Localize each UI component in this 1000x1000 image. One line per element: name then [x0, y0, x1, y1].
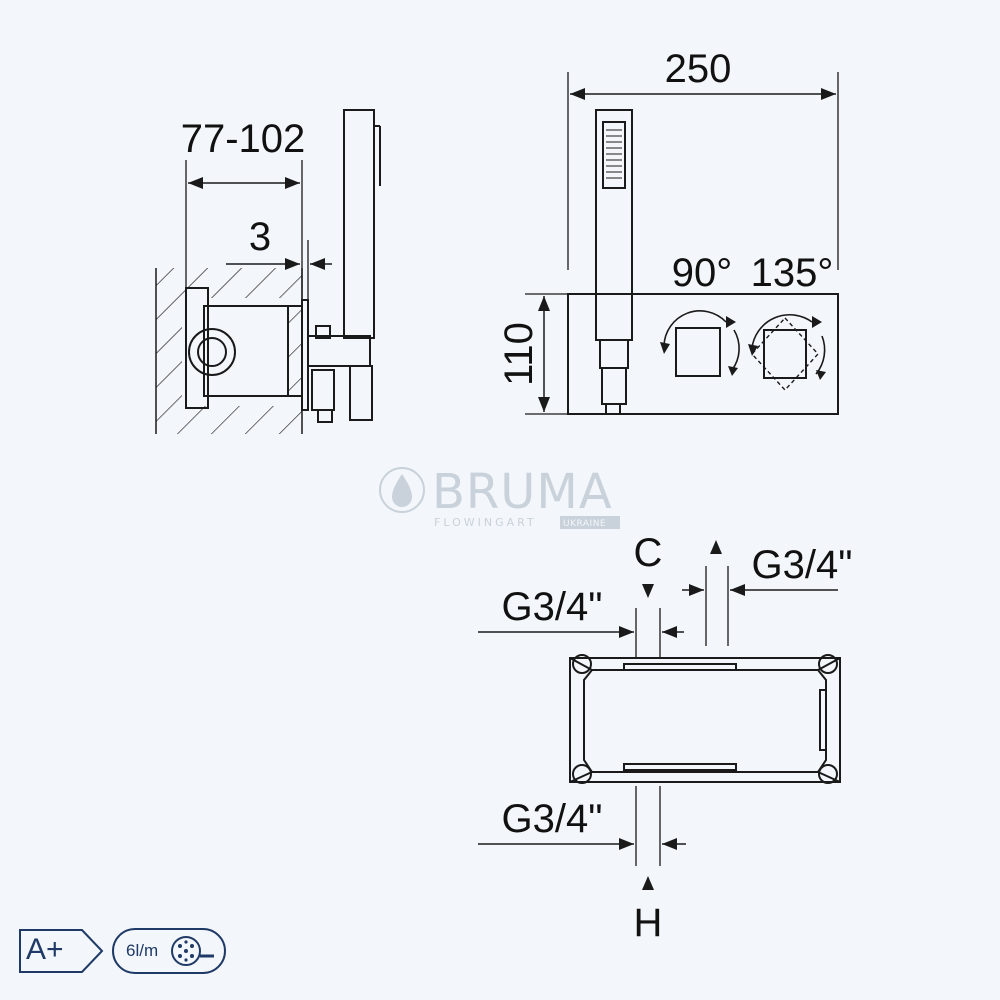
energy-label-icon [19, 929, 104, 973]
hand-shower-side [301, 109, 381, 423]
concealed-box [185, 287, 302, 409]
inlet-arrow-icon [642, 584, 654, 598]
rotate-arrow-icon [812, 316, 822, 328]
rotate-arrow-icon [748, 344, 758, 356]
energy-class-badge: A+ [18, 928, 104, 974]
flow-rate-badge: 6l/m [112, 928, 226, 974]
inlet-arrow-icon [642, 876, 654, 890]
hand-shower-front [595, 109, 633, 415]
outlet-arrow-icon [710, 540, 722, 554]
dim-total-width: 250 [665, 47, 732, 91]
angle-135-label: 135° [751, 251, 834, 295]
dim-plate-gap: 3 [249, 215, 271, 259]
angle-90-label: 90° [672, 251, 733, 295]
port-outlet-thread: G3/4" [752, 543, 853, 587]
front-view: 250 110 [497, 47, 839, 415]
brand-region: UKRAINE [563, 519, 606, 529]
shower-head-icon [171, 936, 214, 966]
brand-watermark: BRUMA FLOWINGART UKRAINE [379, 464, 620, 529]
label-cold: C [634, 531, 663, 575]
brand-name: BRUMA [432, 464, 613, 520]
port-hot-thread: G3/4" [502, 797, 603, 841]
flow-rate-value: 6l/m [126, 941, 159, 960]
brand-tagline: FLOWINGART [434, 516, 537, 529]
mixer-body-top [569, 654, 841, 784]
port-cold-thread: G3/4" [502, 585, 603, 629]
spray-nozzles [606, 129, 622, 179]
label-hot: H [634, 901, 663, 945]
rotate-arrow-icon [726, 316, 736, 328]
handle-90 [663, 310, 740, 377]
region-tag [560, 516, 620, 529]
water-drop-icon [379, 467, 425, 513]
water-drop-icon [392, 474, 412, 507]
rotate-arrow-icon [660, 342, 670, 354]
dim-plate-height: 110 [497, 322, 541, 386]
rotate-arrow-icon [728, 366, 738, 376]
dim-depth-range: 77-102 [181, 117, 306, 161]
rotate-arrow-icon [816, 370, 826, 380]
side-view: 77-102 3 [155, 109, 381, 434]
energy-class-value: A+ [26, 933, 64, 966]
top-view: G3/4" C G3/4" G3/4" H [478, 531, 852, 945]
cover-plate [567, 293, 839, 415]
